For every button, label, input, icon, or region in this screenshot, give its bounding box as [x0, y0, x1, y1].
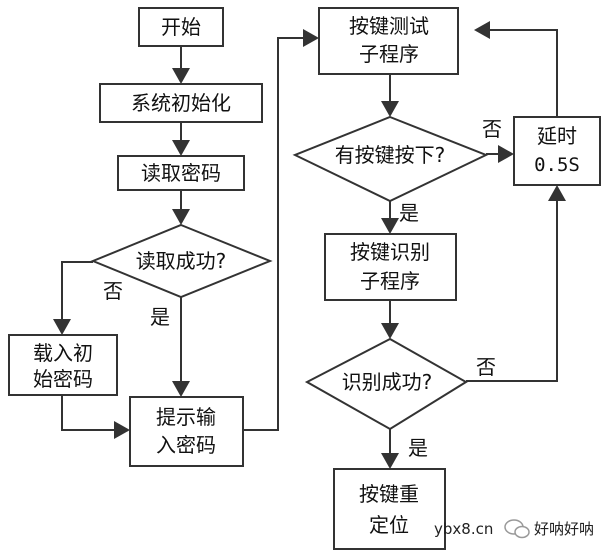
node-key-identify-line2: 子程序: [360, 269, 420, 293]
node-load-line2: 始密码: [33, 367, 93, 391]
decision-read-success: 读取成功?: [90, 223, 273, 299]
watermark-account: 好呐好呐: [534, 520, 594, 538]
wechat-icon: [504, 519, 530, 539]
node-delay-line1: 延时: [537, 124, 577, 148]
edge-read-fail: [61, 261, 93, 325]
arrow-to-read: [172, 140, 190, 156]
node-prompt-line1: 提示输: [156, 405, 216, 429]
arrow-to-prompt-top: [172, 381, 190, 397]
arrow-back-to-keytest: [474, 21, 490, 39]
decision-identify-success-label: 识别成功?: [342, 370, 433, 394]
node-start-label: 开始: [161, 15, 201, 39]
arrow-to-pressed-decision: [381, 101, 399, 117]
arrow-up-to-delay: [548, 185, 566, 201]
node-read-password-label: 读取密码: [141, 161, 221, 185]
node-start: 开始: [138, 7, 224, 47]
arrow-to-ident-decision: [381, 323, 399, 339]
node-key-test-line1: 按键测试: [349, 14, 429, 38]
arrow-to-init: [172, 68, 190, 84]
node-key-reset-line2: 定位: [369, 513, 409, 537]
arrow-to-prompt-left: [114, 421, 130, 439]
node-delay-line2: 0.5S: [534, 154, 580, 176]
node-system-init: 系统初始化: [99, 83, 263, 123]
arrow-to-delay: [498, 145, 514, 163]
decision-read-success-label: 读取成功?: [136, 249, 227, 273]
edge-ident-no: [466, 195, 558, 382]
label-pressed-no: 否: [482, 117, 502, 141]
arrow-to-keyident: [381, 218, 399, 234]
arrow-to-keytest: [303, 29, 319, 47]
node-key-reset-line1: 按键重: [359, 482, 419, 506]
node-key-test-line2: 子程序: [359, 42, 419, 66]
edge-load-to-prompt: [61, 395, 120, 431]
node-read-password: 读取密码: [117, 155, 245, 191]
edge-delay-back: [484, 29, 558, 117]
arrow-to-reset: [381, 453, 399, 469]
edge-prompt-to-keytest: [243, 37, 309, 431]
edge-labels: 否 是 否 是 否 是: [103, 117, 502, 460]
label-ident-no: 否: [476, 355, 496, 379]
label-read-no: 否: [103, 279, 123, 303]
arrow-to-load: [53, 319, 71, 335]
node-key-test-subroutine: 按键测试 子程序: [318, 7, 459, 75]
arrowheads: [53, 21, 566, 469]
decision-identify-success: 识别成功?: [304, 337, 468, 431]
node-load-initial-password: 载入初 始密码: [8, 334, 118, 396]
node-prompt-password: 提示输 入密码: [129, 396, 244, 467]
label-read-yes: 是: [150, 305, 170, 329]
node-delay: 延时 0.5S: [513, 116, 601, 186]
label-ident-yes: 是: [408, 436, 428, 460]
node-key-identify-subroutine: 按键识别 子程序: [324, 233, 457, 301]
node-key-reset: 按键重 定位: [333, 468, 446, 550]
node-load-line1: 载入初: [33, 341, 93, 365]
decision-key-pressed: 有按键按下?: [292, 115, 489, 203]
node-system-init-label: 系统初始化: [131, 91, 231, 115]
label-pressed-yes: 是: [399, 201, 419, 225]
watermark-site: ybx8.cn: [434, 520, 493, 538]
decision-key-pressed-label: 有按键按下?: [335, 143, 446, 167]
node-key-identify-line1: 按键识别: [350, 240, 430, 264]
watermark: ybx8.cn 好呐好呐: [434, 519, 594, 539]
arrow-to-read-decision: [172, 209, 190, 225]
node-prompt-line2: 入密码: [156, 433, 216, 457]
